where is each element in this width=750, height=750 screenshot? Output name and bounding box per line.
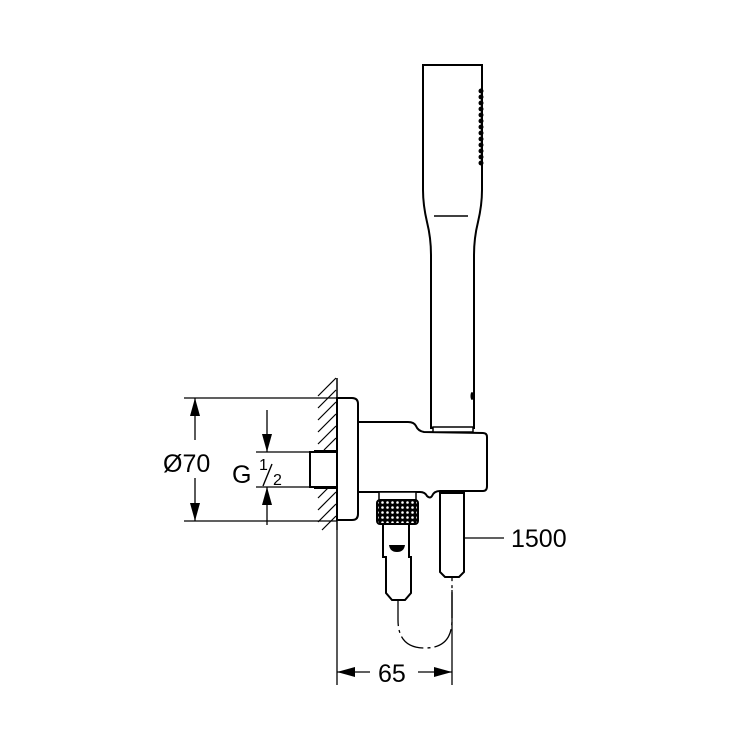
diameter-dimension: [184, 397, 337, 522]
thread-prefix: G: [232, 461, 251, 489]
thread-fraction-slash: [262, 463, 273, 487]
thread-numerator: 1: [259, 457, 268, 474]
projection-label: 65: [378, 660, 406, 688]
holder-body: [357, 421, 488, 499]
hose-length-label: 1500: [511, 525, 567, 553]
thread-dimension: [256, 410, 310, 525]
holder-stem: [439, 492, 465, 578]
thread-stub: [309, 450, 338, 489]
hose-loop: [397, 577, 453, 649]
projection-dimension: [336, 530, 453, 685]
diameter-label: Ø70: [163, 450, 210, 478]
hand-shower: [422, 64, 484, 433]
thread-denominator: 2: [273, 472, 282, 489]
hose-connector: [376, 491, 419, 601]
wall-rosette: [336, 397, 359, 521]
